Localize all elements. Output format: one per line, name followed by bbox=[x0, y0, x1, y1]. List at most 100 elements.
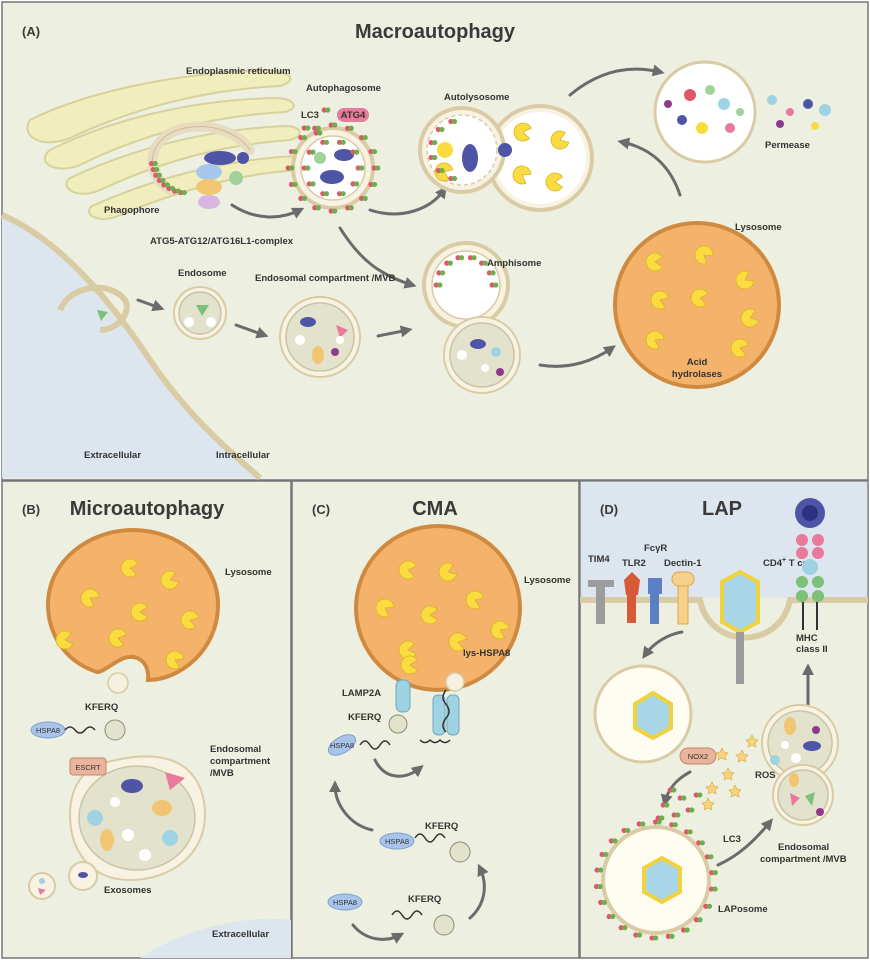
laposome-label: LAPosome bbox=[718, 904, 768, 915]
acid-label: Acid bbox=[687, 357, 708, 368]
lc3-marker bbox=[665, 933, 675, 939]
lc3-marker bbox=[621, 827, 631, 834]
arrow-to-permease bbox=[568, 64, 665, 97]
lc3-marker bbox=[433, 282, 443, 288]
cargo-triangle bbox=[97, 310, 108, 321]
mhc-label-2: class II bbox=[796, 644, 828, 655]
hydrolase-icon bbox=[120, 558, 139, 578]
hydrolase-icon bbox=[735, 270, 755, 290]
arrow-lap-to-mvb bbox=[716, 818, 774, 867]
lc3-marker bbox=[598, 899, 607, 905]
mvb-d bbox=[761, 704, 839, 826]
lc3-marker bbox=[618, 925, 628, 931]
lc3-marker bbox=[685, 807, 695, 813]
atg-complex-label: ATG5-ATG12/ATG16L1-complex bbox=[150, 236, 294, 247]
panel-d: (D) LAP TIM4 TLR2 FcγR Dectin-1 CD4+ T c… bbox=[579, 480, 869, 959]
mvb-b-label-1: Endosomal bbox=[210, 744, 261, 755]
hydrolase-icon bbox=[375, 598, 395, 618]
hydrolase-icon bbox=[465, 590, 485, 610]
autophagosome-label: Autophagosome bbox=[306, 83, 381, 94]
hydrolase-icon bbox=[490, 620, 510, 640]
lc3-marker bbox=[350, 149, 360, 155]
lc3-marker bbox=[704, 854, 714, 860]
hspa8-b-label: HSPA8 bbox=[36, 726, 60, 735]
atg4-label: ATG4 bbox=[341, 110, 366, 121]
fcyr-receptor bbox=[648, 578, 662, 624]
hydrolase-icon bbox=[160, 570, 180, 590]
nox2-label: NOX2 bbox=[688, 752, 708, 761]
hydrolase-icon bbox=[740, 308, 760, 328]
lc3-marker bbox=[150, 166, 160, 173]
arrow-amphisome-to-lysosome bbox=[538, 345, 616, 368]
lc3-marker bbox=[594, 867, 604, 873]
arrow-phagophore-to-autophagosome bbox=[230, 203, 305, 219]
lc3-d-label: LC3 bbox=[723, 834, 741, 845]
lc3-marker bbox=[306, 181, 316, 187]
lc3-marker bbox=[660, 802, 670, 808]
lc3-marker bbox=[467, 255, 477, 261]
hydrolase-icon bbox=[512, 165, 532, 185]
lc3-marker bbox=[671, 812, 681, 818]
mvb-b-label-3: /MVB bbox=[210, 768, 234, 779]
lc3-marker bbox=[301, 165, 311, 171]
permease-release bbox=[653, 60, 831, 164]
hydrolase-icon bbox=[448, 632, 468, 652]
plasma-membrane bbox=[0, 212, 263, 481]
lysosome-b bbox=[45, 527, 221, 683]
lc3-marker bbox=[436, 270, 446, 276]
lc3-marker bbox=[350, 181, 360, 187]
tim4-receptor bbox=[588, 580, 614, 624]
phagophore-label: Phagophore bbox=[104, 205, 159, 216]
lc3-marker bbox=[655, 815, 665, 821]
lysosome-c bbox=[354, 524, 522, 692]
hspa8-c3-label: HSPA8 bbox=[333, 898, 357, 907]
atg16l1-protein bbox=[198, 195, 220, 209]
mhc-tcr-complex bbox=[795, 498, 825, 630]
panel-b-title: Microautophagy bbox=[70, 498, 225, 520]
lc3-marker bbox=[680, 927, 690, 933]
arrow-cma-uptake bbox=[373, 758, 424, 778]
lc3-marker bbox=[448, 175, 458, 182]
fcyr-label: FcγR bbox=[644, 543, 667, 554]
lc3-marker bbox=[359, 195, 368, 202]
extracellular-label-a: Extracellular bbox=[84, 450, 141, 461]
hspa8-c2-label: HSPA8 bbox=[385, 837, 409, 846]
lc3-marker bbox=[285, 165, 295, 171]
panel-c-letter: (C) bbox=[312, 502, 330, 517]
atg4-badge bbox=[337, 108, 369, 122]
lc3-marker bbox=[669, 822, 678, 828]
arrow-cma-fold bbox=[468, 863, 489, 920]
hydrolase-icon bbox=[545, 172, 563, 192]
lc3-marker bbox=[479, 260, 488, 266]
arrow-to-amphisome-2 bbox=[376, 325, 413, 338]
intracellular-label: Intracellular bbox=[216, 450, 270, 461]
hydrolase-icon bbox=[694, 245, 714, 265]
mvb-a-label-1: Endosomal compartment /MVB bbox=[255, 273, 396, 284]
lc3-marker bbox=[298, 195, 307, 202]
lc3-marker bbox=[708, 886, 718, 892]
dectin1-receptor bbox=[671, 571, 695, 625]
lc3-marker bbox=[428, 139, 438, 146]
lc3-marker bbox=[649, 935, 659, 941]
lc3-marker bbox=[435, 126, 445, 133]
arrow-ros bbox=[660, 770, 692, 807]
lc3-marker bbox=[633, 932, 643, 938]
laposome bbox=[601, 825, 711, 935]
lc3-marker bbox=[359, 134, 368, 141]
ros-label: ROS bbox=[755, 770, 776, 781]
exosomes-label: Exosomes bbox=[104, 885, 152, 896]
escrt-label: ESCRT bbox=[75, 763, 101, 772]
lc3-marker bbox=[312, 205, 321, 211]
lc3-marker bbox=[428, 154, 438, 161]
panel-a-title: Macroautophagy bbox=[355, 21, 516, 43]
lc3-marker bbox=[489, 282, 499, 288]
lc3-marker bbox=[161, 182, 170, 188]
tlr2-receptor bbox=[624, 572, 640, 623]
kferq-c2-label: KFERQ bbox=[425, 821, 458, 832]
lc3-marker bbox=[345, 125, 354, 131]
panel-a-letter: (A) bbox=[22, 24, 40, 39]
lc3-marker bbox=[599, 851, 609, 858]
exosomes bbox=[28, 861, 98, 900]
arrow-cma-bind bbox=[351, 923, 405, 944]
arrow-to-mvb bbox=[234, 323, 269, 339]
